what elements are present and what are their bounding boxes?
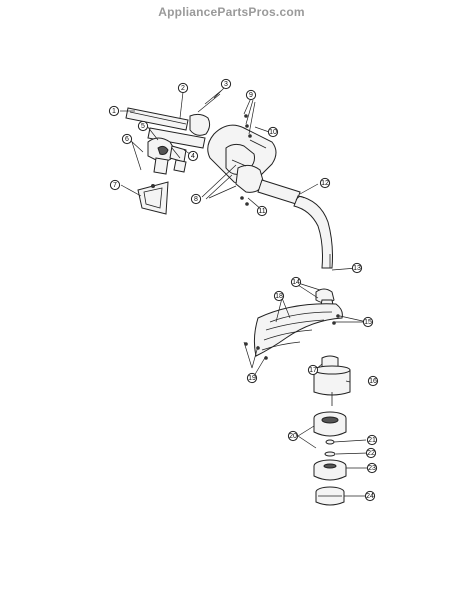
callout-13: 13 bbox=[351, 262, 363, 274]
clamp-parts bbox=[147, 137, 187, 175]
watermark-text: AppliancePartsPros.com bbox=[158, 5, 305, 19]
callout-label: 16 bbox=[369, 378, 377, 385]
callout-label: 21 bbox=[368, 437, 376, 444]
callout-20: 20 bbox=[287, 430, 299, 442]
callout-circle bbox=[351, 262, 363, 274]
callout-label: 10 bbox=[269, 129, 277, 136]
callout-3: 3 bbox=[220, 78, 232, 90]
callout-label: 12 bbox=[321, 180, 329, 187]
callout-17: 17 bbox=[307, 364, 319, 376]
callout-label: 5 bbox=[141, 123, 145, 130]
callout-circle bbox=[362, 316, 374, 328]
callout-label: 8 bbox=[194, 196, 198, 203]
callout-label: 20 bbox=[289, 433, 297, 440]
callout-24: 24 bbox=[364, 490, 376, 502]
callout-9: 9 bbox=[245, 89, 257, 101]
spool-assembly bbox=[313, 411, 347, 506]
callout-circle bbox=[109, 179, 121, 191]
callout-circle bbox=[364, 490, 376, 502]
callout-circle bbox=[246, 372, 258, 384]
callout-circle bbox=[290, 276, 302, 288]
callout-label: 7 bbox=[113, 182, 117, 189]
callout-14: 14 bbox=[290, 276, 302, 288]
callout-circle bbox=[177, 82, 189, 94]
callout-circle bbox=[245, 89, 257, 101]
screws bbox=[240, 114, 340, 360]
callout-circle bbox=[365, 447, 377, 459]
guard-plate bbox=[137, 181, 169, 215]
callout-label: 17 bbox=[309, 367, 317, 374]
callout-12: 12 bbox=[319, 177, 331, 189]
callout-circle bbox=[137, 120, 149, 132]
lower-tube bbox=[257, 179, 333, 269]
callout-23: 23 bbox=[366, 462, 378, 474]
deflector-shield bbox=[253, 303, 343, 357]
callout-label: 18 bbox=[275, 293, 283, 300]
callout-label: 14 bbox=[292, 279, 300, 286]
callout-circle bbox=[121, 133, 133, 145]
callout-21: 21 bbox=[366, 434, 378, 446]
callout-circle bbox=[307, 364, 319, 376]
callout-label: 11 bbox=[258, 208, 265, 215]
callout-label: 4 bbox=[191, 153, 195, 160]
callout-label: 3 bbox=[224, 81, 228, 88]
handle-housing bbox=[207, 124, 277, 193]
callout-label: 2 bbox=[181, 85, 185, 92]
callout-label: 22 bbox=[367, 450, 375, 457]
callout-circle bbox=[256, 205, 268, 217]
callout-circle bbox=[273, 290, 285, 302]
callout-label: 1 bbox=[112, 108, 116, 115]
callout-label: 24 bbox=[366, 493, 374, 500]
callout-label: 9 bbox=[249, 92, 253, 99]
callout-6: 6 bbox=[121, 133, 133, 145]
callout-circle bbox=[190, 193, 202, 205]
callout-circle bbox=[366, 434, 378, 446]
callout-label: 23 bbox=[368, 465, 376, 472]
motor-body bbox=[313, 355, 351, 406]
callout-label: 19 bbox=[248, 375, 256, 382]
callout-8: 8 bbox=[190, 193, 202, 205]
callout-22: 22 bbox=[365, 447, 377, 459]
callout-7: 7 bbox=[109, 179, 121, 191]
callout-circle bbox=[319, 177, 331, 189]
callout-1: 1 bbox=[108, 105, 120, 117]
callout-2: 2 bbox=[177, 82, 189, 94]
callout-16: 16 bbox=[367, 375, 379, 387]
callout-label: 15 bbox=[364, 319, 372, 326]
callout-4: 4 bbox=[187, 150, 199, 162]
callout-11: 11 bbox=[256, 205, 268, 217]
callout-circle bbox=[187, 150, 199, 162]
callout-18: 18 bbox=[273, 290, 285, 302]
callout-circle bbox=[220, 78, 232, 90]
callout-circle bbox=[287, 430, 299, 442]
callout-15: 15 bbox=[362, 316, 374, 328]
callout-circle bbox=[366, 462, 378, 474]
callout-label: 13 bbox=[353, 265, 361, 272]
callout-19: 19 bbox=[246, 372, 258, 384]
callout-10: 10 bbox=[267, 126, 279, 138]
callout-circle bbox=[108, 105, 120, 117]
callout-label: 6 bbox=[125, 136, 129, 143]
callout-circle bbox=[367, 375, 379, 387]
callout-5: 5 bbox=[137, 120, 149, 132]
upper-shaft-assembly bbox=[125, 107, 211, 149]
callout-circle bbox=[267, 126, 279, 138]
